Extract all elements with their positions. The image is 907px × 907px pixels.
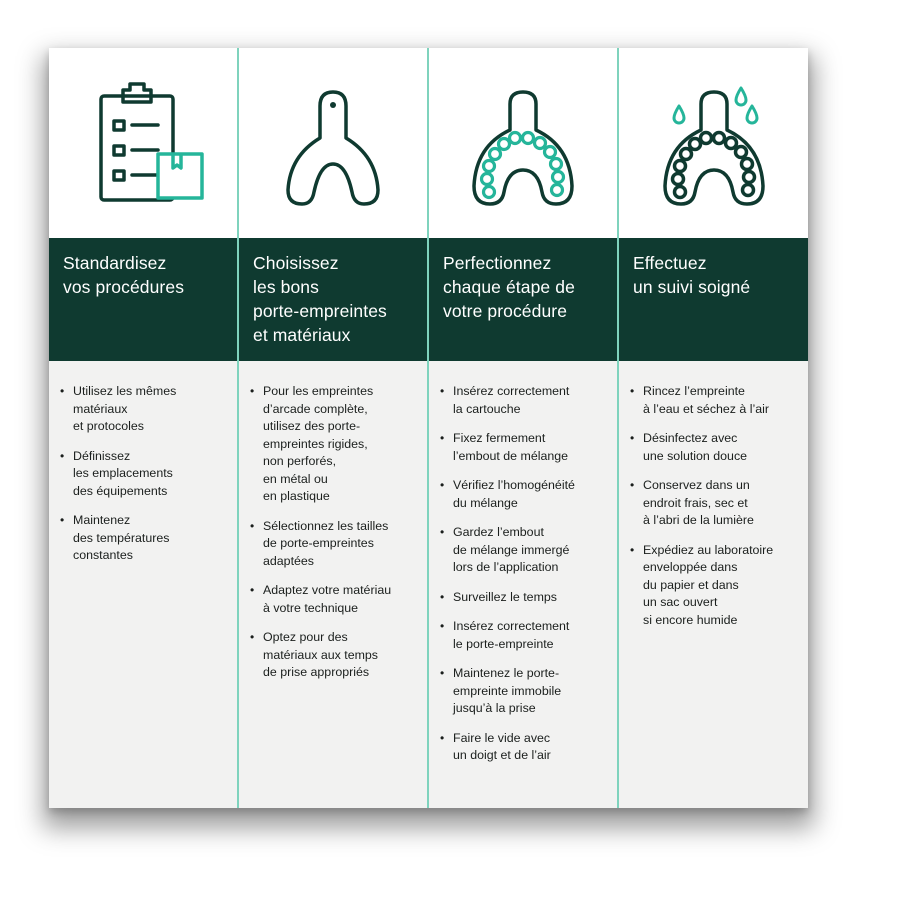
impression-tray-icon	[286, 90, 380, 206]
list-item: Rincez l’empreinte à l’eau et séchez à l…	[629, 383, 800, 418]
bullet-list: Utilisez les mêmes matériaux et protocol…	[59, 383, 229, 565]
list-item: Insérez correctement le porte-empreinte	[439, 618, 609, 653]
bullet-list: Insérez correctement la cartouche Fixez …	[439, 383, 609, 765]
column-body: Insérez correctement la cartouche Fixez …	[429, 361, 617, 808]
list-item: Définissez les emplacements des équipeme…	[59, 448, 229, 501]
list-item: Vérifiez l’homogénéité du mélange	[439, 477, 609, 512]
list-item: Conservez dans un endroit frais, sec et …	[629, 477, 800, 530]
water-droplet-icon	[672, 86, 758, 125]
bullet-list: Rincez l’empreinte à l’eau et séchez à l…	[629, 383, 800, 629]
column-followup: Effectuez un suivi soigné Rincez l’empre…	[619, 48, 808, 808]
icon-zone	[619, 48, 808, 238]
bullet-list: Pour les empreintes d’arcade complète, u…	[249, 383, 419, 682]
column-title: Effectuez un suivi soigné	[619, 238, 808, 361]
list-item: Adaptez votre matériau à votre technique	[249, 582, 419, 617]
icon-zone	[239, 48, 427, 238]
list-item: Maintenez des températures constantes	[59, 512, 229, 565]
icon-zone	[49, 48, 237, 238]
column-body: Rincez l’empreinte à l’eau et séchez à l…	[619, 361, 808, 808]
icon-zone	[429, 48, 617, 238]
column-title: Perfectionnez chaque étape de votre proc…	[429, 238, 617, 361]
column-title-text: Effectuez un suivi soigné	[633, 253, 751, 297]
clipboard-checklist-icon	[99, 82, 204, 202]
list-item: Sélectionnez les tailles de porte-emprei…	[249, 518, 419, 571]
box-icon	[156, 152, 204, 200]
list-item: Désinfectez avec une solution douce	[629, 430, 800, 465]
column-perfect: Perfectionnez chaque étape de votre proc…	[429, 48, 619, 808]
column-standardize: Standardisez vos procédures Utilisez les…	[49, 48, 239, 808]
list-item: Expédiez au laboratoire enveloppée dans …	[629, 542, 800, 630]
column-title: Choisissez les bons porte-empreintes et …	[239, 238, 427, 361]
list-item: Fixez fermement l’embout de mélange	[439, 430, 609, 465]
column-body: Pour les empreintes d’arcade complète, u…	[239, 361, 427, 808]
list-item: Gardez l’embout de mélange immergé lors …	[439, 524, 609, 577]
list-item: Faire le vide avec un doigt et de l’air	[439, 730, 609, 765]
list-item: Pour les empreintes d’arcade complète, u…	[249, 383, 419, 506]
column-title-text: Choisissez les bons porte-empreintes et …	[253, 253, 387, 345]
list-item: Utilisez les mêmes matériaux et protocol…	[59, 383, 229, 436]
column-body: Utilisez les mêmes matériaux et protocol…	[49, 361, 237, 808]
list-item: Insérez correctement la cartouche	[439, 383, 609, 418]
rinsed-tray-droplets-icon	[662, 86, 765, 206]
list-item: Optez pour des matériaux aux temps de pr…	[249, 629, 419, 682]
column-title: Standardisez vos procédures	[49, 238, 237, 361]
list-item: Surveillez le temps	[439, 589, 609, 607]
column-title-text: Standardisez vos procédures	[63, 253, 185, 297]
column-choose: Choisissez les bons porte-empreintes et …	[239, 48, 429, 808]
column-title-text: Perfectionnez chaque étape de votre proc…	[443, 253, 575, 321]
list-item: Maintenez le porte- empreinte immobile j…	[439, 665, 609, 718]
infographic-card: Standardisez vos procédures Utilisez les…	[49, 48, 808, 808]
tray-with-teeth-icon	[472, 90, 574, 206]
